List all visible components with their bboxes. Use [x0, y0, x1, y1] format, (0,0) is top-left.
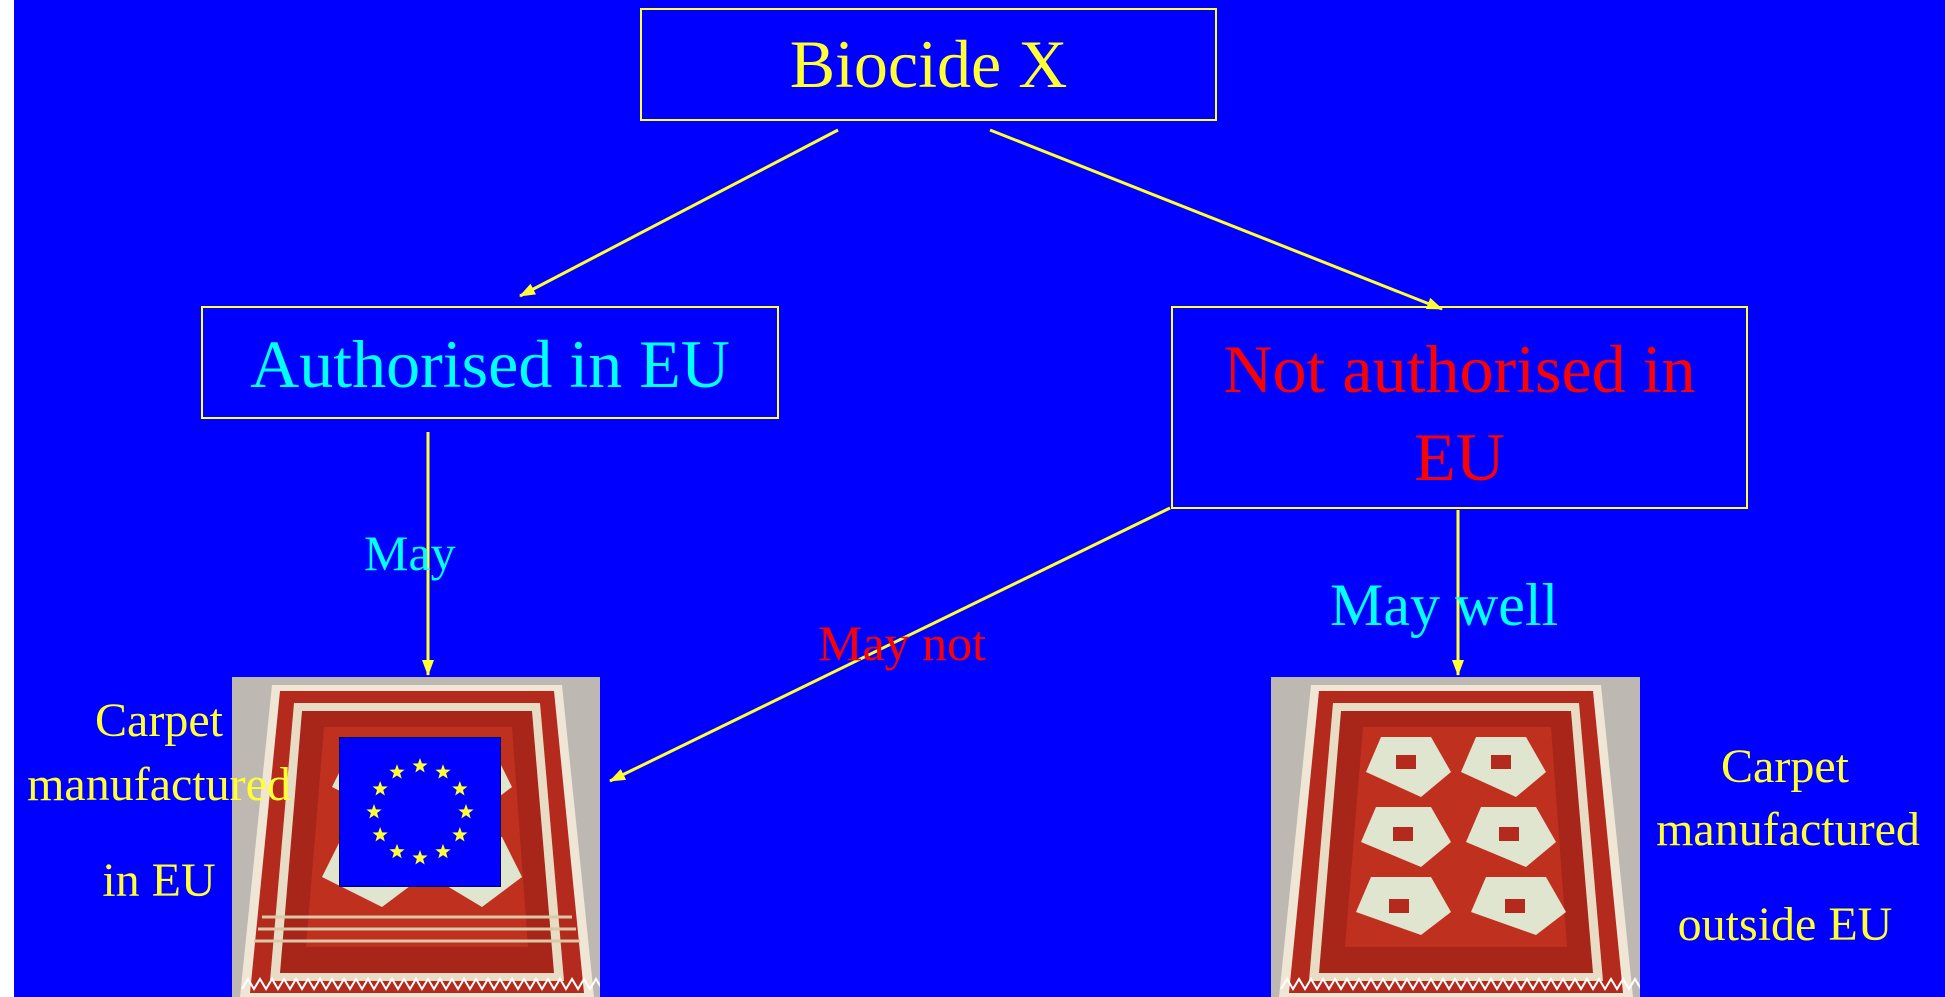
- outcome-eu-line3: in EU: [102, 854, 216, 907]
- biocide-box: [640, 8, 1217, 121]
- outcome-outside-line1: Carpet: [1721, 740, 1849, 793]
- not-authorised-label: Not authorised in EU: [1223, 331, 1696, 495]
- outcome-eu-line1: Carpet: [95, 694, 223, 747]
- eu-star: [435, 764, 451, 779]
- authorised-label: Authorised in EU: [250, 326, 730, 402]
- arrow-biocide-to-authorised: [519, 128, 839, 298]
- biocide-title: Biocide X: [789, 26, 1068, 102]
- eu-star: [452, 781, 468, 796]
- may-label: May: [364, 525, 456, 581]
- eu-star: [366, 804, 382, 819]
- eu-star: [458, 804, 474, 819]
- authorised-box: [201, 306, 779, 419]
- arrow-not-authorised-to-eu-carpet: [609, 506, 1171, 783]
- outcome-outside-line2: manufactured: [1656, 803, 1920, 856]
- not-authorised-box: [1171, 306, 1748, 509]
- eu-star: [389, 764, 405, 779]
- outcome-outside-line3: outside EU: [1677, 898, 1893, 951]
- outcome-eu-line2: manufactured: [27, 758, 291, 811]
- carpet-photo-icon: [1271, 677, 1640, 997]
- eu-star: [412, 850, 428, 865]
- arrow-biocide-to-not-authorised: [989, 128, 1443, 311]
- eu-star: [372, 781, 388, 796]
- carpet-photo-eu: [232, 677, 600, 997]
- eu-flag-icon: [339, 737, 501, 887]
- left-edge-strip: [0, 0, 14, 997]
- eu-star: [452, 827, 468, 842]
- carpet-photo-outside: [1271, 677, 1640, 997]
- may-well-label: May well: [1330, 572, 1559, 638]
- eu-star: [389, 843, 405, 859]
- eu-star: [412, 758, 428, 773]
- eu-star: [435, 843, 451, 859]
- eu-star: [372, 827, 388, 842]
- may-not-label: May not: [818, 615, 987, 671]
